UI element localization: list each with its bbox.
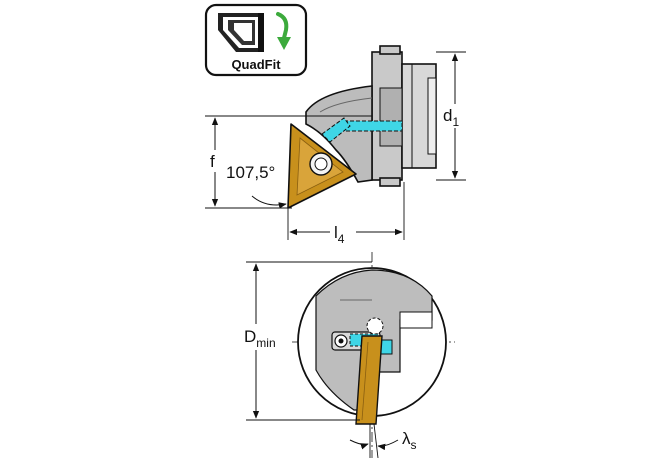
lambda-s-label: λ xyxy=(402,429,411,448)
coolant-channel xyxy=(321,117,403,143)
l4-subscript: 4 xyxy=(338,232,345,246)
dimension-l4: l4 xyxy=(287,182,405,246)
d1-subscript: 1 xyxy=(452,115,459,129)
svg-text:l4: l4 xyxy=(334,223,345,246)
svg-text:λs: λs xyxy=(402,429,417,452)
dimension-d1: d1 xyxy=(436,51,470,181)
front-insert xyxy=(355,335,383,425)
front-view: Dmin λs xyxy=(240,252,455,459)
tool-shank xyxy=(371,45,437,187)
dmin-label: D xyxy=(244,327,256,346)
dmin-subscript: min xyxy=(256,336,275,350)
side-view: d1 f l4 107,5° xyxy=(205,45,470,246)
quadfit-label: QuadFit xyxy=(231,57,281,72)
lambda-s-subscript: s xyxy=(411,438,417,452)
d1-label: d xyxy=(443,106,452,125)
f-label: f xyxy=(210,152,215,171)
quadfit-clamping-icon xyxy=(218,13,264,52)
rotate-arrow-icon xyxy=(276,12,291,50)
dimension-angle: 107,5° xyxy=(226,163,288,209)
triangle-insert xyxy=(287,123,357,209)
svg-text:d1: d1 xyxy=(443,106,459,129)
quadfit-badge: QuadFit xyxy=(204,3,308,77)
svg-text:Dmin: Dmin xyxy=(244,327,276,350)
dimension-lambda-s: λs xyxy=(349,423,417,459)
l4-label: l xyxy=(334,223,338,242)
dimension-dmin: Dmin xyxy=(240,261,372,421)
angle-label: 107,5° xyxy=(226,163,275,182)
